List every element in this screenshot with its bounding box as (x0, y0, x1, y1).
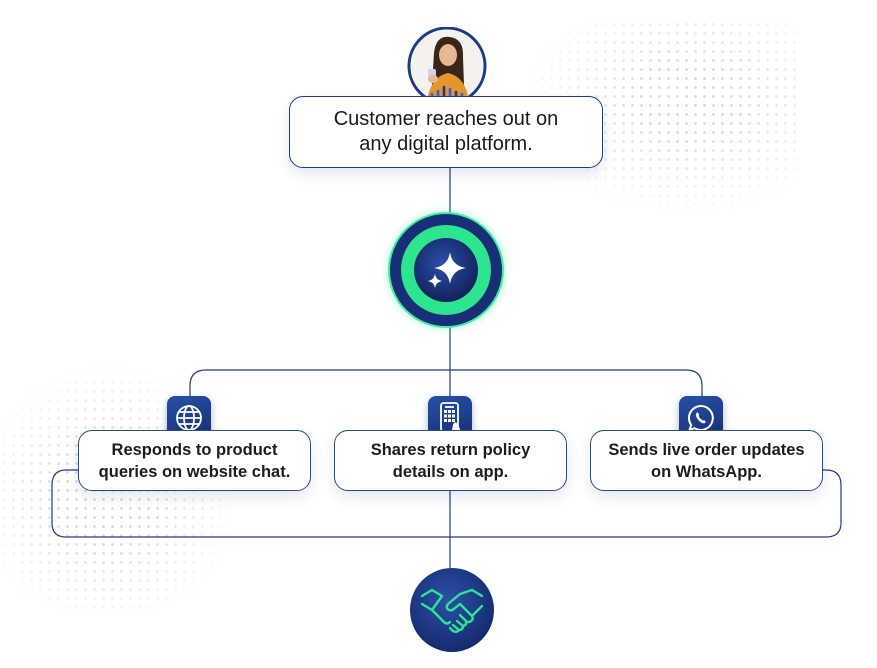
connector-right-loop (450, 469, 842, 538)
step-mobile-app: Shares return policy details on app. (334, 430, 567, 491)
handshake-node (408, 566, 496, 654)
customer-reaches-out-box: Customer reaches out on any digital plat… (289, 96, 603, 168)
globe-icon (176, 405, 202, 431)
handshake-icon (410, 568, 494, 652)
step-website-chat-label: Responds to product queries on website c… (98, 440, 291, 481)
start-label: Customer reaches out on any digital plat… (333, 108, 559, 155)
sparkle-ai-icon (380, 204, 512, 336)
connector-left-loop (51, 469, 451, 538)
connector-branch-arc (189, 369, 703, 398)
step-whatsapp-label: Sends live order updates on WhatsApp. (608, 440, 805, 481)
ai-agent-node (380, 204, 512, 336)
step-mobile-app-label: Shares return policy details on app. (370, 440, 531, 481)
step-whatsapp: Sends live order updates on WhatsApp. (590, 430, 823, 491)
whatsapp-icon (687, 404, 714, 432)
step-website-chat: Responds to product queries on website c… (78, 430, 311, 491)
